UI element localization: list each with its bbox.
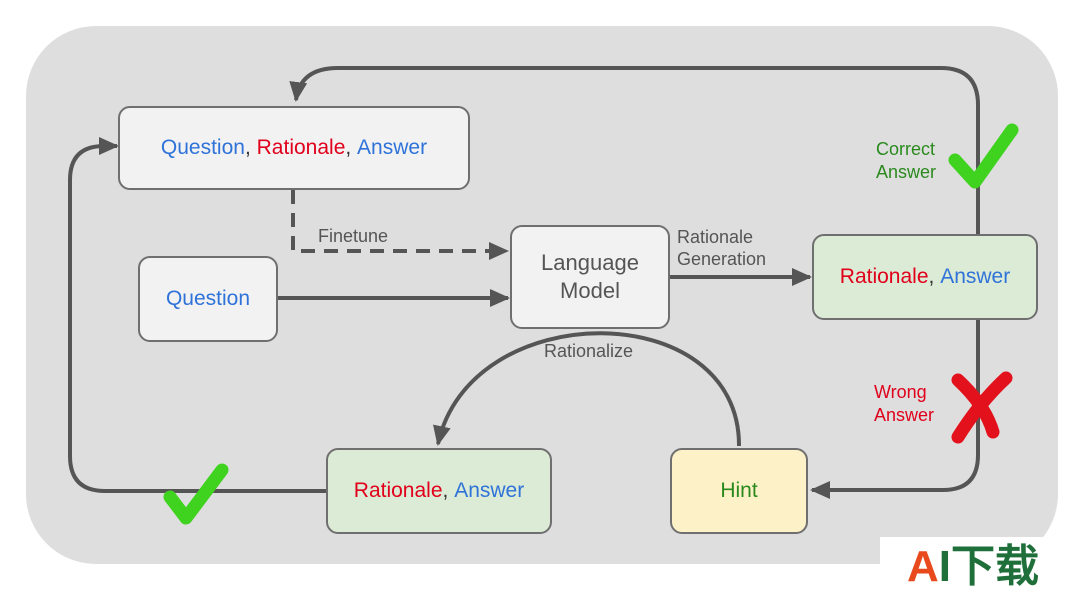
wrong-answer-connector (810, 320, 980, 499)
check-icon (163, 463, 229, 525)
rationale-generation-label: Rationale Generation (677, 227, 767, 269)
correct-answer-label: Correct Answer (876, 139, 937, 182)
node-separator: , (442, 479, 455, 502)
node-rationale-text: Rationale (353, 479, 443, 502)
node-answer-text: Answer (357, 136, 428, 159)
node-separator: , (928, 265, 941, 288)
node-question-text: Question (165, 287, 251, 310)
correct-loop-connector (289, 66, 980, 236)
rationalize-label: Rationalize (544, 341, 634, 361)
hint-node: Hint (670, 448, 808, 534)
question-node: Question (138, 256, 278, 342)
node-model-text: Language Model (541, 250, 639, 303)
node-answer-text: Answer (940, 265, 1011, 288)
rationalize-connector (433, 331, 742, 447)
check-icon (948, 123, 1019, 189)
bottom-loop-connector (68, 137, 326, 493)
node-rationale-text: Rationale (256, 136, 346, 159)
language-model-node: Language Model (510, 225, 670, 329)
wrong-answer-label: Wrong Answer (874, 382, 935, 425)
cross-icon (951, 371, 1013, 444)
watermark-logo: AI下载 (880, 537, 1080, 597)
watermark-a: A (907, 542, 939, 591)
question-rationale-answer-node: Question, Rationale, Answer (118, 106, 470, 190)
node-answer-text: Answer (454, 479, 525, 502)
node-separator: , (244, 136, 257, 159)
node-separator: , (345, 136, 358, 159)
finetune-label: Finetune (318, 226, 389, 246)
node-rationale-text: Rationale (839, 265, 929, 288)
watermark-rest: I下载 (938, 542, 1040, 591)
node-hint-text: Hint (720, 479, 758, 502)
watermark-text: AI下载 (907, 542, 1039, 592)
rationale-answer-top-node: Rationale, Answer (812, 234, 1038, 320)
rationale-answer-bottom-node: Rationale, Answer (326, 448, 552, 534)
node-question-text: Question (160, 136, 245, 159)
